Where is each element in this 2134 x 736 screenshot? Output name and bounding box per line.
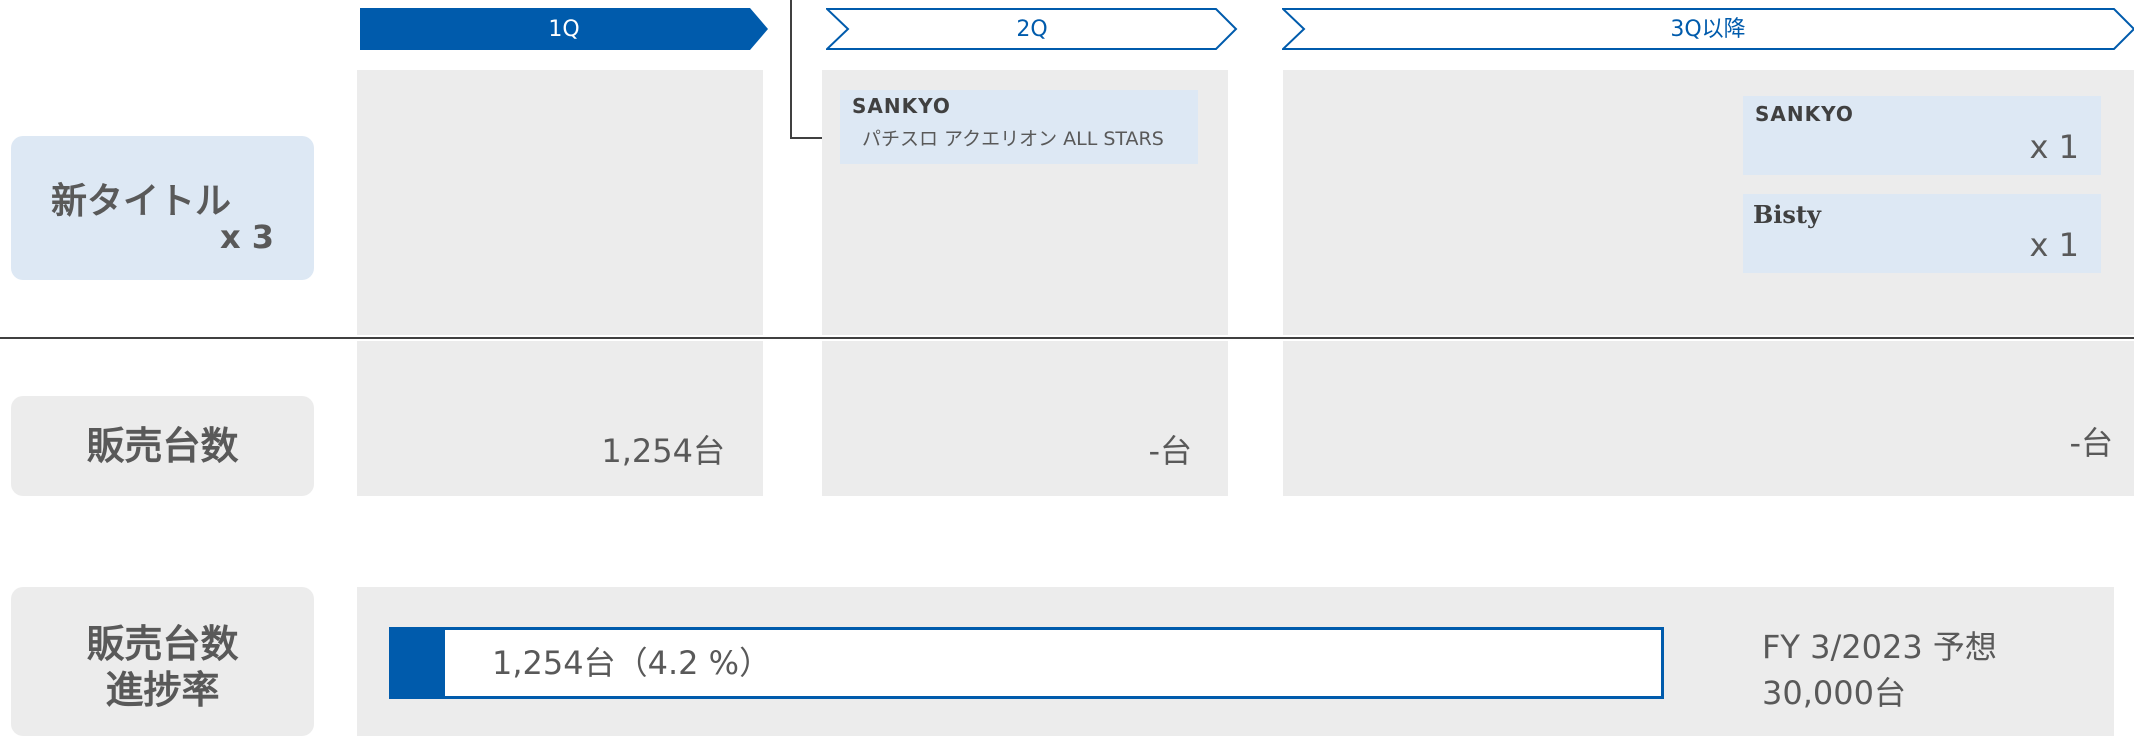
new-titles-count: x 3 xyxy=(219,218,274,256)
panel-2q-units xyxy=(822,341,1228,496)
progress-bar-fill xyxy=(392,630,445,696)
quarter-label: 3Q以降 xyxy=(1670,17,1746,42)
quarter-label: 2Q xyxy=(1016,17,1048,42)
forecast-line2: 30,000台 xyxy=(1762,674,1906,712)
quarter-label: 1Q xyxy=(548,17,580,42)
quarter-header-3q: 3Q以降 xyxy=(1282,8,2134,50)
maker-logo-bisty: Bisty xyxy=(1753,200,1821,229)
title-quantity: x 1 xyxy=(2029,226,2079,264)
progress-text: 1,254台（4.2 %） xyxy=(492,644,772,682)
progress-label-line2: 進捗率 xyxy=(105,668,220,712)
label-progress: 販売台数 進捗率 xyxy=(11,587,314,736)
row-divider xyxy=(0,337,2134,339)
new-titles-label: 新タイトル xyxy=(51,181,232,222)
forecast-line1: FY 3/2023 予想 xyxy=(1762,628,1997,666)
panel-1q-titles xyxy=(357,70,763,335)
maker-logo-sankyo: SANKYO xyxy=(852,94,951,118)
panel-1q-units xyxy=(357,341,763,496)
quarter-header-1q: 1Q xyxy=(360,8,768,50)
maker-logo-sankyo: SANKYO xyxy=(1755,102,1854,126)
title-card-3q-sankyo: SANKYO x 1 xyxy=(1743,96,2101,175)
label-sales-units: 販売台数 xyxy=(11,396,314,496)
title-card-3q-bisty: Bisty x 1 xyxy=(1743,194,2101,273)
units-sold-1q: 1,254台 xyxy=(601,432,725,470)
panel-3q-units xyxy=(1283,341,2134,496)
sales-units-label: 販売台数 xyxy=(86,424,239,468)
quarter-header-2q: 2Q xyxy=(826,8,1238,50)
label-new-titles: 新タイトル x 3 xyxy=(11,136,314,280)
progress-bar: 1,254台（4.2 %） xyxy=(389,627,1664,699)
title-quantity: x 1 xyxy=(2029,128,2079,166)
title-name: パチスロ アクエリオン ALL STARS xyxy=(862,128,1164,150)
units-sold-2q: -台 xyxy=(1148,432,1192,470)
title-card-2q: SANKYO パチスロ アクエリオン ALL STARS xyxy=(840,90,1198,164)
units-sold-3q: -台 xyxy=(2069,424,2113,462)
progress-label-line1: 販売台数 xyxy=(86,622,239,666)
